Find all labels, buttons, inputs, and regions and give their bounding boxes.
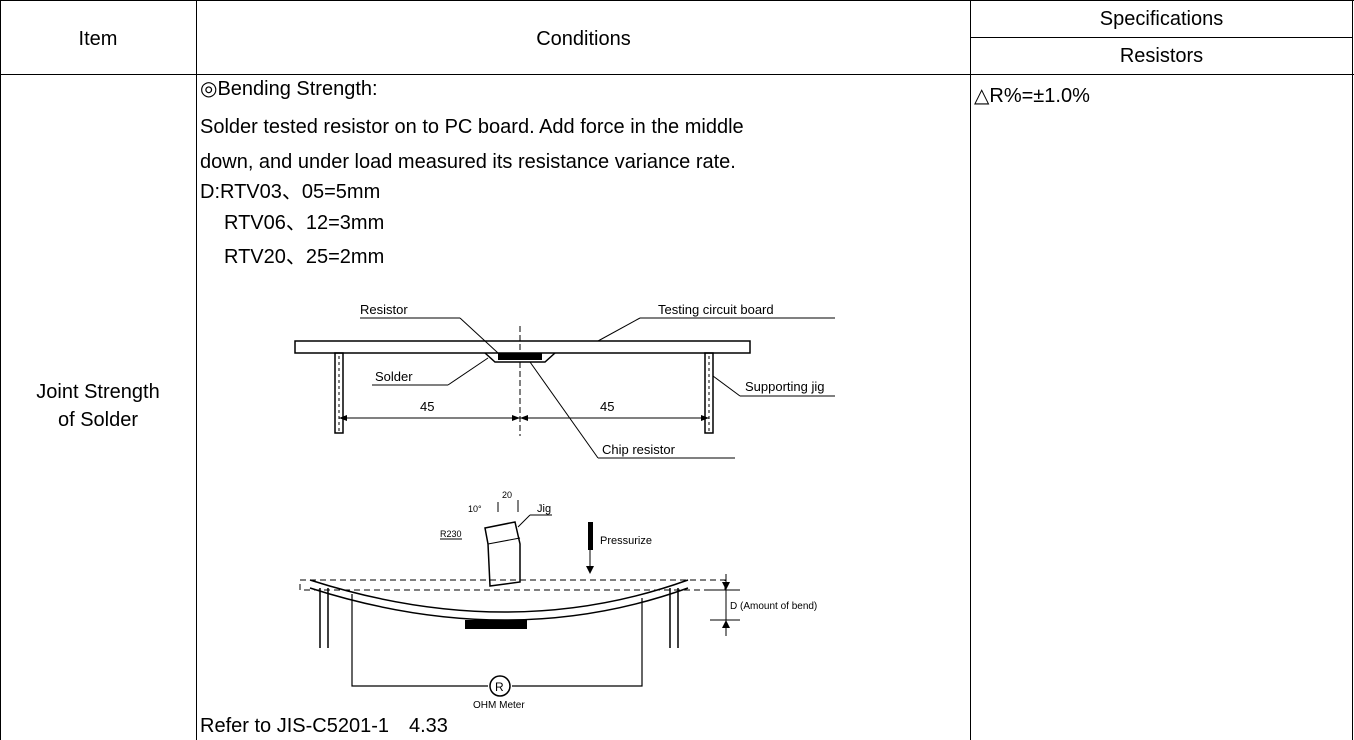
chip-under-board: [465, 620, 527, 629]
meter-symbol-label: R: [495, 680, 504, 694]
dim-right-label: 45: [600, 399, 614, 414]
condition-desc-line1: Solder tested resistor on to PC board. A…: [200, 116, 744, 138]
support-left-shape: [334, 352, 344, 434]
solder-label: Solder: [375, 369, 413, 384]
pressurize-label: Pressurize: [600, 535, 652, 547]
angle-label: 10°: [468, 504, 482, 514]
table-border-left: [0, 0, 1, 740]
bent-board-shape: [309, 579, 689, 613]
jig-label: Jig: [537, 503, 551, 515]
header-item: Item: [78, 28, 118, 50]
item-name-line1: Joint Strength: [36, 381, 160, 403]
header-divider: [0, 74, 1354, 75]
ohm-meter-label: OHM Meter: [473, 700, 525, 711]
amount-of-bend-label: D (Amount of bend): [730, 601, 817, 612]
meter-wire: [351, 594, 643, 687]
condition-d-line1: D:RTV03、05=5mm: [200, 181, 381, 203]
header-specifications: Specifications: [1099, 8, 1224, 30]
spec-sub-divider: [970, 37, 1353, 38]
item-name-line2: of Solder: [57, 409, 139, 431]
supporting-jig-label: Supporting jig: [745, 379, 825, 394]
bending-test-diagram: 45 45 Resistor Testing circuit board Sol…: [294, 302, 835, 459]
bend-measurement-diagram: 20 10° R230 Jig Pressurize D (Amount of …: [299, 490, 817, 711]
circuit-board-shape: [294, 340, 751, 354]
r230-label: R230: [440, 529, 462, 539]
header-conditions: Conditions: [536, 28, 631, 50]
dim-left-label: 45: [420, 399, 434, 414]
table-border-top: [0, 0, 1354, 1]
table-border-right: [1352, 0, 1353, 740]
meter-symbol: [489, 675, 511, 697]
condition-desc-line2: down, and under load measured its resist…: [200, 151, 736, 173]
header-resistors: Resistors: [1119, 45, 1204, 67]
condition-title: ◎Bending Strength:: [200, 78, 378, 100]
spec-value: △R%=±1.0%: [974, 85, 1090, 107]
condition-d-line3: RTV20、25=2mm: [224, 246, 385, 268]
col-divider-1: [196, 0, 197, 740]
condition-reference: Refer to JIS-C5201-1 4.33: [200, 715, 448, 737]
jig-block-shape: [484, 521, 521, 587]
col-divider-2: [970, 0, 971, 740]
testing-board-label: Testing circuit board: [658, 302, 774, 317]
condition-d-line2: RTV06、12=3mm: [224, 212, 385, 234]
dim-20-label: 20: [502, 490, 512, 500]
resistor-label: Resistor: [360, 302, 408, 317]
chip-resistor-label: Chip resistor: [602, 442, 676, 457]
support-right-shape: [704, 352, 714, 434]
